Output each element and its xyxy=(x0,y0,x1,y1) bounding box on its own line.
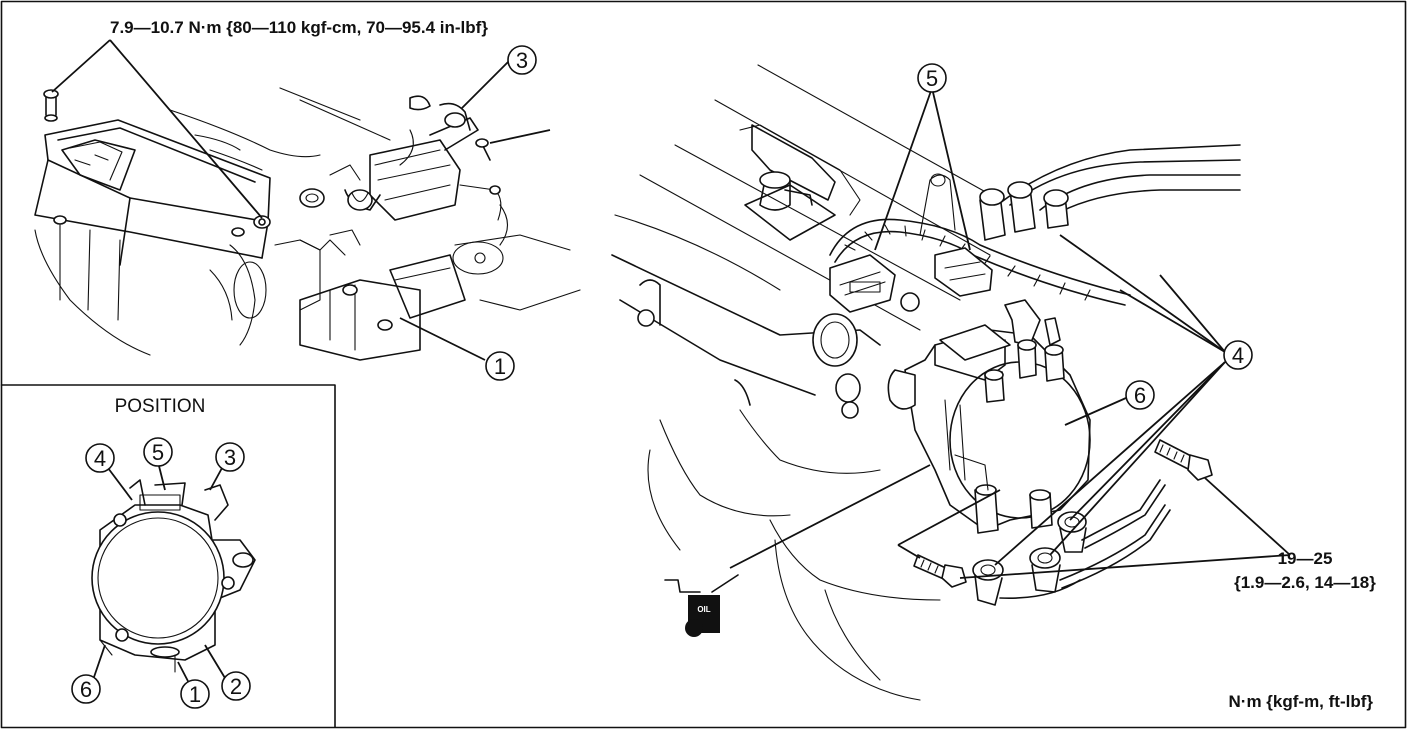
svg-text:1: 1 xyxy=(189,682,201,707)
plenum-bolt-left xyxy=(43,89,59,122)
oil-label: OIL xyxy=(697,605,710,614)
svg-text:4: 4 xyxy=(1232,343,1244,368)
hose-clamp-screw xyxy=(475,129,551,161)
position-inset: POSITION 4 5 3 2 xyxy=(0,384,336,728)
callout-3-top: 3 xyxy=(461,45,537,109)
svg-text:3: 3 xyxy=(224,445,236,470)
callout-5-right: 5 xyxy=(917,63,947,93)
plug-boot-2 xyxy=(1029,547,1061,593)
svg-text:6: 6 xyxy=(1134,383,1146,408)
callout-6-right: 6 xyxy=(1125,380,1155,410)
svg-text:3: 3 xyxy=(516,48,528,73)
callout-4-right: 4 xyxy=(1223,340,1253,370)
top-torque-spec: 7.9—10.7 N·m {80—110 kgf-cm, 70—95.4 in-… xyxy=(110,18,488,37)
svg-text:4: 4 xyxy=(94,446,106,471)
svg-text:6: 6 xyxy=(80,677,92,702)
connector-right xyxy=(934,247,993,297)
engine-bay-view xyxy=(34,39,581,361)
inset-callout-4: 4 xyxy=(85,443,115,473)
svg-text:1: 1 xyxy=(494,354,506,379)
inset-callout-3: 3 xyxy=(215,442,245,472)
inset-callout-2: 2 xyxy=(221,671,251,701)
distributor-bolt-torque-sub: {1.9—2.6, 14—18} xyxy=(1234,573,1376,592)
distributor-bolt-right xyxy=(1154,439,1213,481)
inset-callout-1: 1 xyxy=(180,679,210,709)
distributor-assembly-view: 5 4 6 OIL xyxy=(611,63,1291,701)
distributor-body xyxy=(887,299,1091,534)
plenum-bolt-right xyxy=(253,215,271,229)
inset-callout-6: 6 xyxy=(71,674,101,704)
connector-left xyxy=(829,254,896,313)
svg-text:2: 2 xyxy=(230,674,242,699)
svg-text:5: 5 xyxy=(926,66,938,91)
inset-title: POSITION xyxy=(115,396,206,417)
torque-units-legend: N·m {kgf-m, ft-lbf} xyxy=(1229,692,1374,711)
distributor-bolt-torque: 19—25 xyxy=(1278,549,1333,568)
inset-callout-5: 5 xyxy=(143,437,173,467)
plug-boot-1 xyxy=(972,559,1004,606)
distributor-bolt-left xyxy=(913,554,967,588)
inset-border xyxy=(0,384,336,728)
callout-1-top: 1 xyxy=(485,351,515,381)
svg-text:5: 5 xyxy=(152,440,164,465)
oil-can-icon: OIL xyxy=(664,574,739,637)
